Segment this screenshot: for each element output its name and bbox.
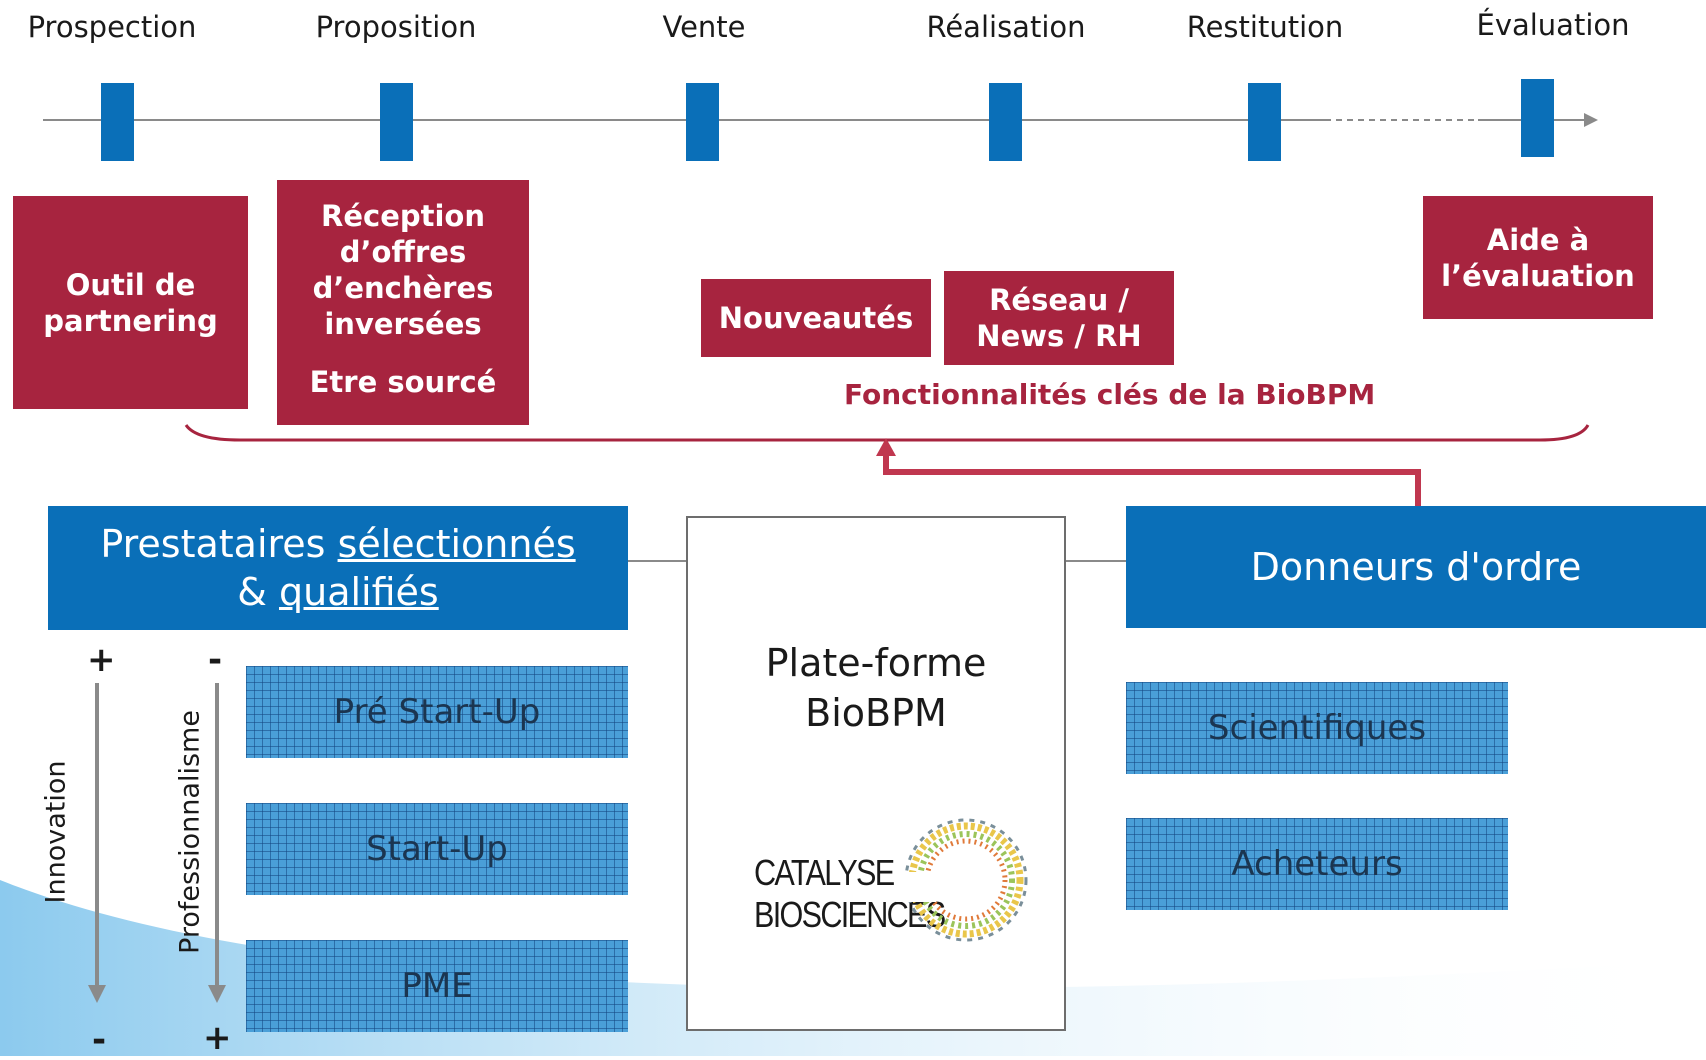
catalyse-logo-line1: CATALYSE [754,852,895,893]
feature-outil-partnering: Outil de partnering [13,196,248,409]
providers-title-qualified: qualifiés [279,570,439,614]
platform-title-line2: BioBPM [805,691,947,735]
catalyse-logo-ring-icon [896,818,1028,942]
providers-header: Prestataires sélectionnés & qualifiés [48,506,628,630]
stage-proposition: Proposition [315,10,477,44]
timeline-marker-restitution [1248,83,1281,161]
feature-etre-source: Etre sourcé [309,365,497,399]
feature-outil-line1: Outil de [65,267,196,302]
provider-pre-startup: Pré Start-Up [246,666,628,758]
feature-reseau-news-rh: Réseau / News / RH [944,271,1174,365]
timeline-marker-realisation [989,83,1022,161]
clients-title: Donneurs d'ordre [1250,545,1582,589]
providers-title-amp: & [237,570,279,614]
feature-nouveautes: Nouveautés [701,279,931,357]
features-caption: Fonctionnalités clés de la BioBPM [844,378,1376,411]
feature-reseau-line2: News / RH [976,319,1142,353]
stage-realisation: Réalisation [926,10,1086,44]
feature-aide-line1: Aide à [1486,222,1590,257]
professionnalisme-plus-sign: + [203,1018,232,1058]
feature-aide-evaluation: Aide à l’évaluation [1423,196,1653,319]
stage-prospection: Prospection [27,10,197,44]
innovation-plus-sign: + [87,640,116,680]
platform-title: Plate-forme BioBPM [688,638,1064,738]
provider-pme: PME [246,940,628,1032]
clients-header: Donneurs d'ordre [1126,506,1706,628]
feature-reseau-line1: Réseau / [989,283,1129,317]
providers-title-line2: & qualifiés [237,568,438,616]
stage-vente: Vente [662,10,746,44]
feature-nouveautes-label: Nouveautés [718,301,914,335]
feature-reception-offres: Réception d’offres d’enchères inversées … [277,180,529,425]
feature-reception-line2: d’offres [339,235,467,269]
stage-evaluation: Évaluation [1476,8,1630,42]
provider-startup: Start-Up [246,803,628,895]
providers-title-prefix: Prestataires [100,522,338,566]
feature-aide-line2: l’évaluation [1441,258,1635,293]
innovation-minus-sign: - [92,1020,107,1060]
providers-title-selected: sélectionnés [337,522,576,566]
client-scientifiques: Scientifiques [1126,682,1508,774]
axis-label-innovation: Innovation [40,760,72,904]
feature-reception-line4: inversées [324,307,482,341]
platform-box: Plate-forme BioBPM CATALYSE BIOSCIENCES [686,516,1066,1031]
feature-outil-line2: partnering [43,303,218,338]
feature-reception-line3: d’enchères [312,271,494,305]
timeline-marker-prospection [101,83,134,161]
platform-title-line1: Plate-forme [765,641,987,685]
providers-title-line1: Prestataires sélectionnés [100,520,575,568]
feature-reception-line1: Réception [321,199,485,233]
client-acheteurs: Acheteurs [1126,818,1508,910]
timeline-marker-evaluation [1521,79,1554,157]
timeline-marker-proposition [380,83,413,161]
timeline-marker-vente [686,83,719,161]
professionnalisme-minus-sign: - [208,640,223,680]
stage-restitution: Restitution [1186,10,1344,44]
axis-label-professionnalisme: Professionnalisme [174,710,206,954]
